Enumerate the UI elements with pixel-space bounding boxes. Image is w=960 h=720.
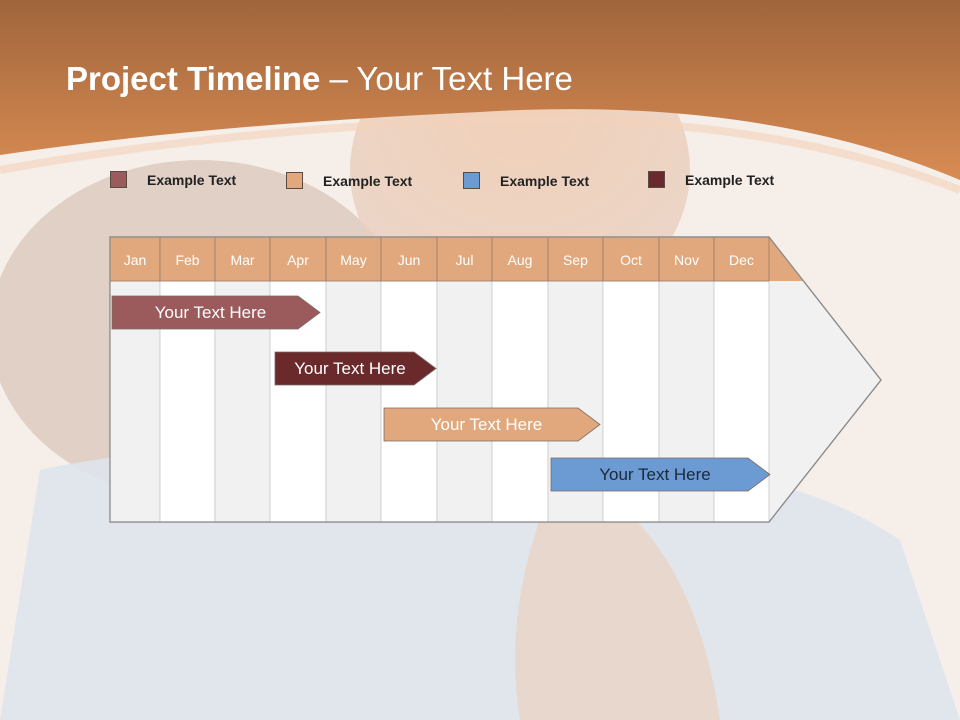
month-label: Mar	[230, 252, 254, 268]
legend-label: Example Text	[685, 171, 775, 188]
task-label: Your Text Here	[155, 303, 267, 322]
legend-swatch	[286, 172, 303, 189]
month-header-cell	[109, 236, 161, 282]
month-header-cell	[602, 236, 660, 282]
photo-arm-shape	[515, 470, 720, 720]
header-band	[0, 0, 960, 180]
title-rest: – Your Text Here	[320, 60, 573, 97]
month-column	[436, 280, 493, 523]
legend-item-2: Example Text	[286, 172, 412, 189]
month-header-cell	[214, 236, 271, 282]
legend-label: Example Text	[323, 172, 413, 189]
task-arrow	[111, 295, 321, 330]
slide-title: Project Timeline – Your Text Here	[66, 60, 573, 98]
month-label: May	[340, 252, 366, 268]
month-header-cell	[269, 236, 327, 282]
legend-label: Example Text	[500, 172, 590, 189]
month-label: Jun	[398, 252, 421, 268]
header-curve-highlight	[0, 115, 960, 194]
task-label: Your Text Here	[599, 465, 711, 484]
month-label: Jul	[456, 252, 474, 268]
timeline-arrow-outline	[109, 236, 882, 523]
month-label: Feb	[175, 252, 199, 268]
month-header-cell	[658, 236, 715, 282]
task-label: Your Text Here	[431, 415, 543, 434]
task-arrow	[274, 351, 437, 386]
task-arrow	[550, 457, 771, 492]
month-column	[491, 280, 549, 523]
month-header-cell	[713, 236, 770, 282]
month-header-cell	[159, 236, 216, 282]
month-label: Sep	[563, 252, 588, 268]
month-column	[380, 280, 438, 523]
task-arrow	[383, 407, 601, 442]
legend-item-1: Example Text	[110, 171, 236, 188]
month-label: Nov	[674, 252, 699, 268]
legend-swatch	[110, 171, 127, 188]
legend-label: Example Text	[147, 171, 237, 188]
month-label: Apr	[287, 252, 309, 268]
month-label: Dec	[729, 252, 754, 268]
month-label: Aug	[508, 252, 533, 268]
task-label: Your Text Here	[294, 359, 406, 378]
month-column	[325, 280, 382, 523]
legend-swatch	[648, 171, 665, 188]
month-label: Oct	[620, 252, 642, 268]
title-bold: Project Timeline	[66, 60, 321, 97]
legend-item-3: Example Text	[463, 172, 589, 189]
legend-swatch	[463, 172, 480, 189]
month-header-cell	[380, 236, 438, 282]
month-header-cell	[547, 236, 604, 282]
month-label: Jan	[124, 252, 147, 268]
legend-item-4: Example Text	[648, 171, 774, 188]
